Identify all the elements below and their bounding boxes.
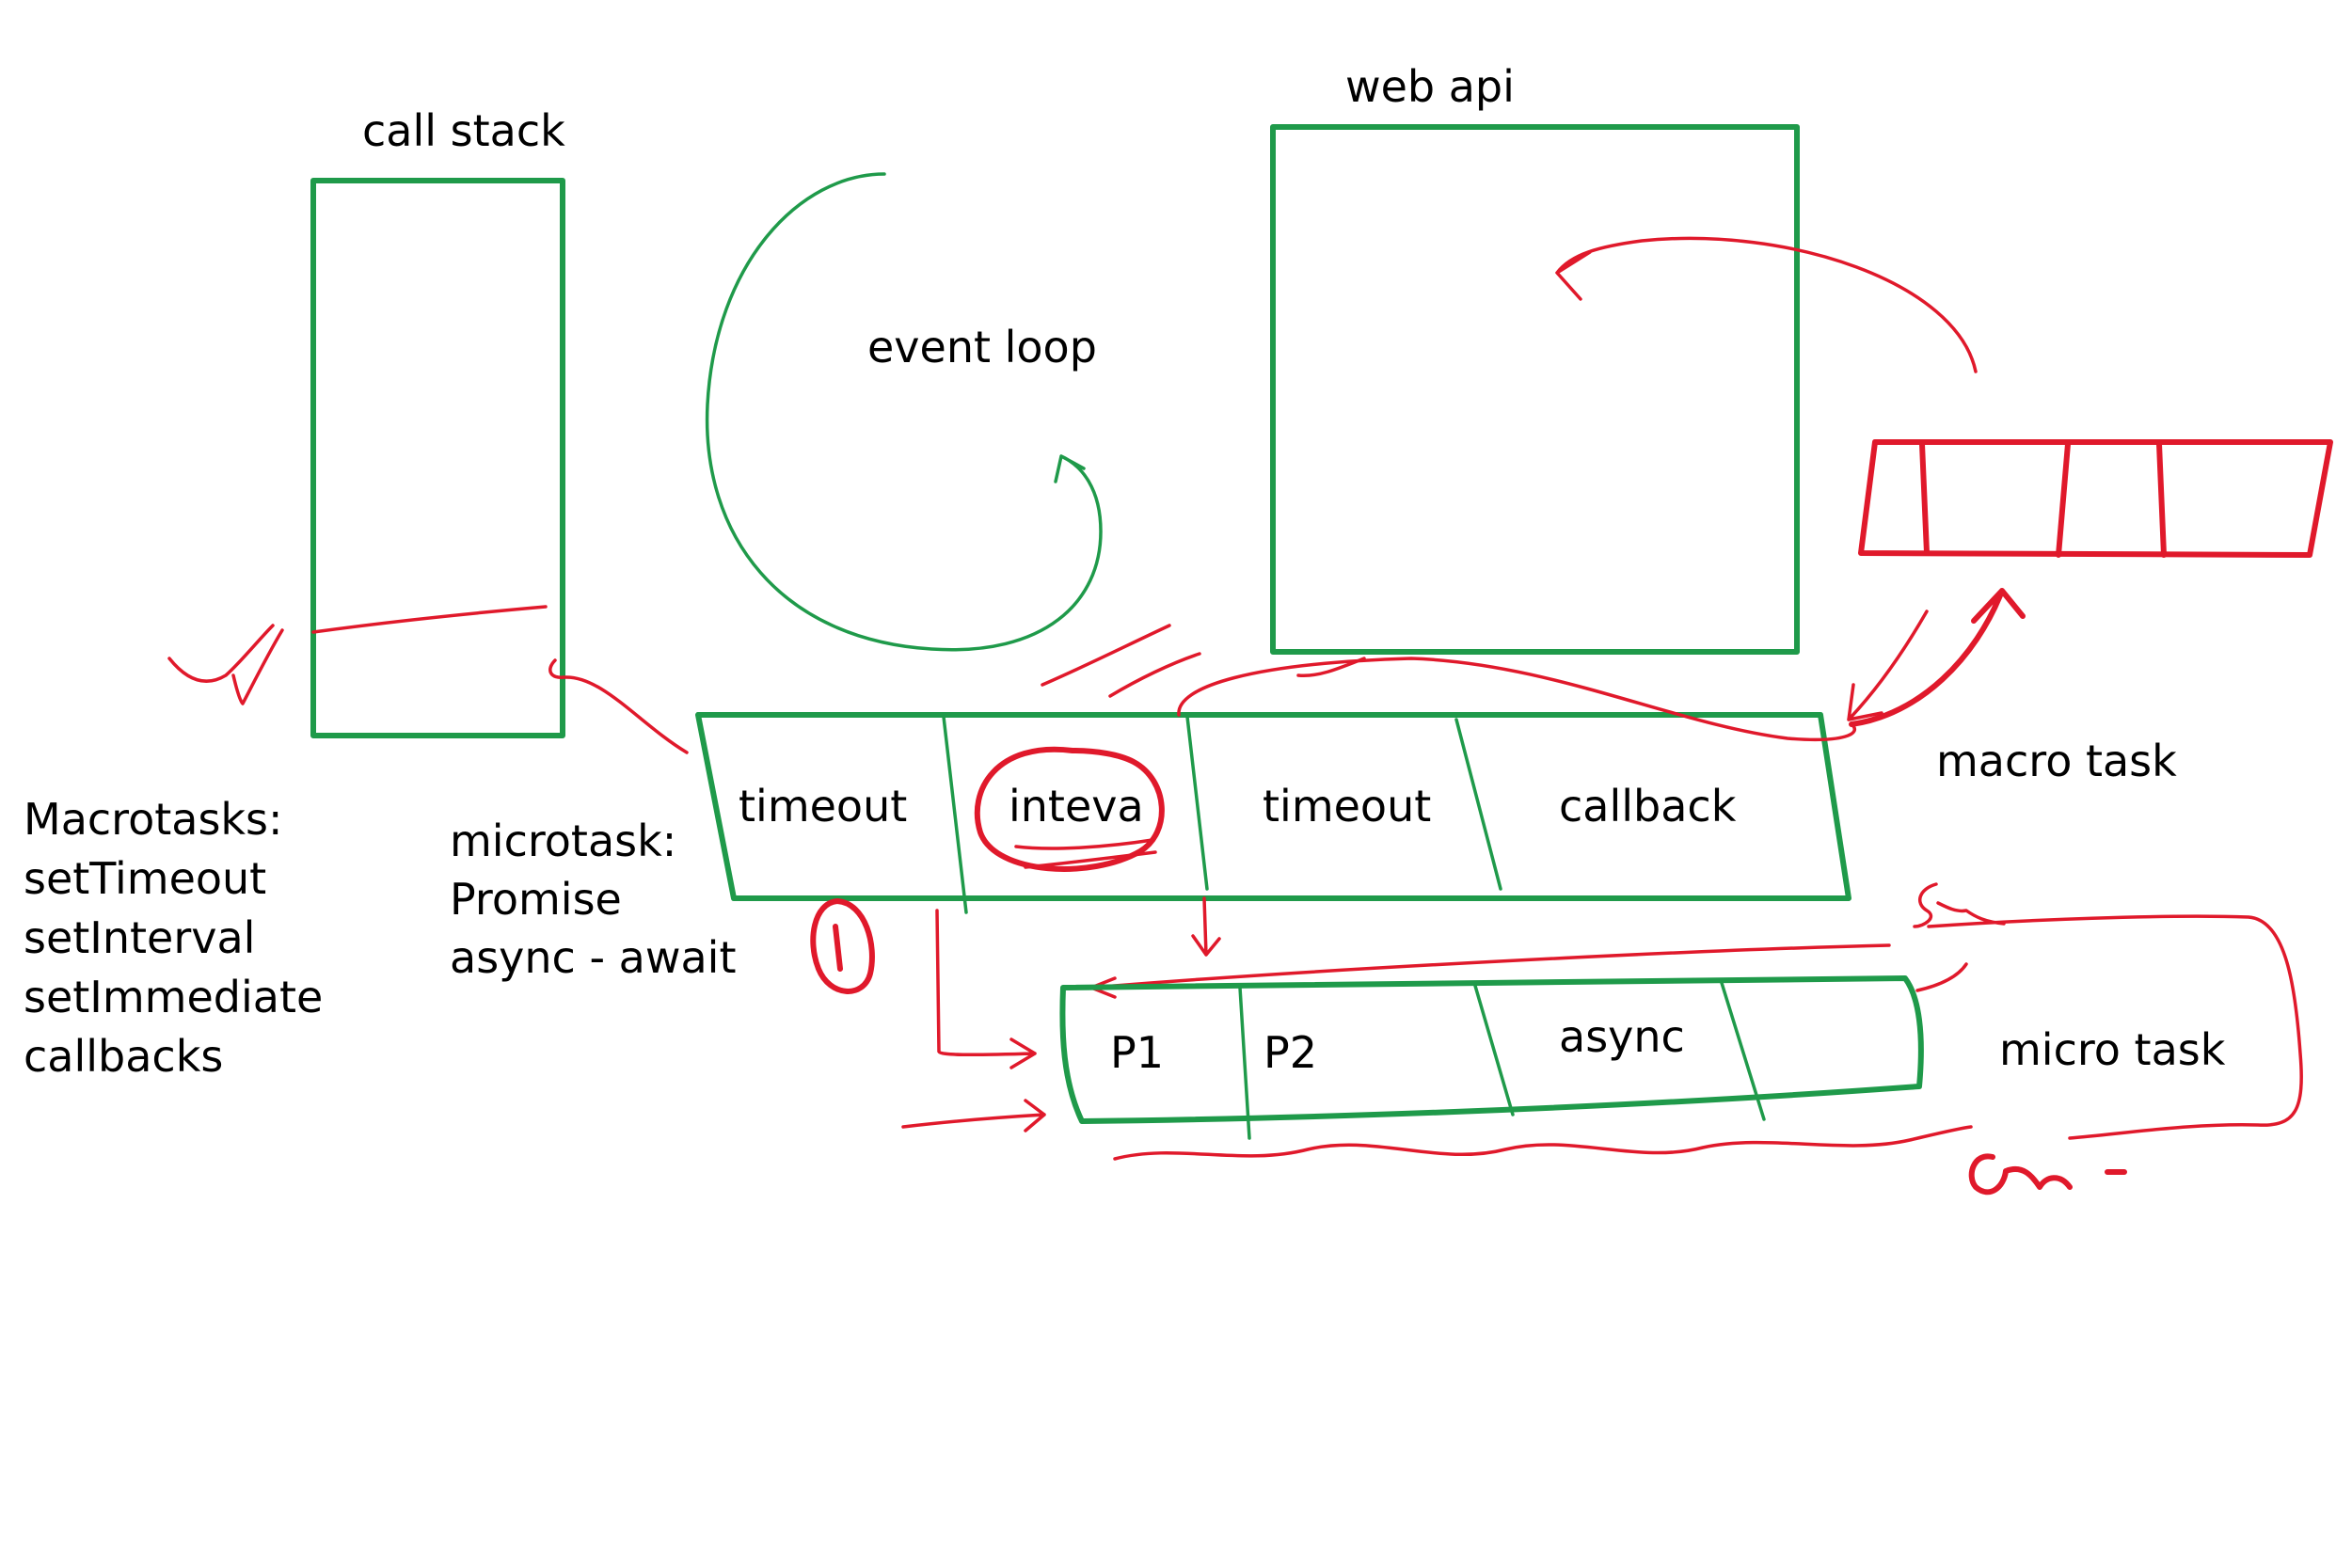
macro-task-queue-box <box>1858 439 2333 558</box>
macrotask-notes-callbacks: callbacks <box>24 1031 223 1082</box>
event-loop-arrow <box>705 172 1103 652</box>
micro-queue-box <box>1059 975 1924 1124</box>
microtask-notes: microtask: Promise async - await <box>450 816 736 983</box>
macro-to-micro-down-arrow <box>1191 896 1221 957</box>
right-bottom-squiggle <box>1968 1153 2127 1196</box>
microtask-notes-promise: Promise <box>450 874 622 925</box>
interval-underline <box>1014 838 1157 869</box>
micro-queue-divider-2 <box>1473 984 1515 1117</box>
web-api-label: web api <box>1345 61 1515 112</box>
macrotask-notes: Macrotasks: setTimeout setInterval setIm… <box>24 794 323 1082</box>
macro-queue-box <box>695 712 1851 901</box>
macro-queue-divider-1 <box>1919 441 1930 556</box>
micro-task-label: micro task <box>1999 1024 2226 1075</box>
microtask-notes-async-await: async - await <box>450 932 736 983</box>
micro-queue-divider-3 <box>1720 981 1766 1121</box>
macro-queue-cell-callback: callback <box>1559 781 1737 832</box>
micro-queue-cell-async: async <box>1559 1011 1685 1062</box>
micro-queue-cell-p1: P1 <box>1110 1027 1164 1078</box>
event-loop-label: event loop <box>867 322 1097 372</box>
macro-to-micro-arrow <box>935 909 1037 1069</box>
interval-highlight-circle <box>974 746 1165 872</box>
macro-queue-top-ticks <box>1041 624 1366 698</box>
call-stack-hook-arrow <box>548 658 689 754</box>
macro-queue-cell-divider-1 <box>942 715 968 914</box>
web-api-return-arrow <box>1555 236 1978 373</box>
macrotask-notes-setimmediate: setImmediate <box>24 972 323 1022</box>
call-stack-box <box>310 178 565 738</box>
macrotask-notes-settimeout: setTimeout <box>24 853 266 904</box>
call-stack-check-mark <box>167 624 284 705</box>
macro-queue-cell-interval: inteva <box>1009 781 1144 832</box>
macro-queue-up-arrow <box>1849 588 2026 727</box>
micro-queue-cell-p2: P2 <box>1263 1027 1317 1078</box>
microtask-notes-heading: microtask: <box>450 816 676 866</box>
macro-task-label: macro task <box>1936 736 2177 786</box>
step-one-circle <box>810 898 875 994</box>
right-loop-scribble <box>1927 914 2303 1140</box>
call-stack-line <box>311 605 548 634</box>
macro-queue-divider-3 <box>2156 441 2167 558</box>
macro-queue-cell-divider-3 <box>1454 718 1502 891</box>
incoming-micro-arrow <box>901 1099 1046 1132</box>
micro-queue-divider-1 <box>1238 986 1251 1140</box>
call-stack-label: call stack <box>362 105 565 156</box>
micro-queue-wavy-underline <box>1113 1125 1973 1161</box>
macro-queue-divider-2 <box>2056 441 2071 558</box>
macro-queue-cell-timeout-2: timeout <box>1263 781 1431 832</box>
macrotask-notes-heading: Macrotasks: <box>24 794 283 845</box>
web-api-box <box>1270 124 1800 655</box>
micro-queue-return-arrow <box>1089 943 1891 999</box>
macro-queue-down-arrow <box>1847 610 1929 721</box>
web-api-to-macro-queue-curve <box>1177 657 1857 742</box>
macro-queue-cell-timeout-1: timeout <box>739 781 907 832</box>
right-top-squiggle <box>1913 882 2006 992</box>
macro-queue-cell-divider-2 <box>1185 715 1209 891</box>
macrotask-notes-setinterval: setInterval <box>24 912 255 963</box>
